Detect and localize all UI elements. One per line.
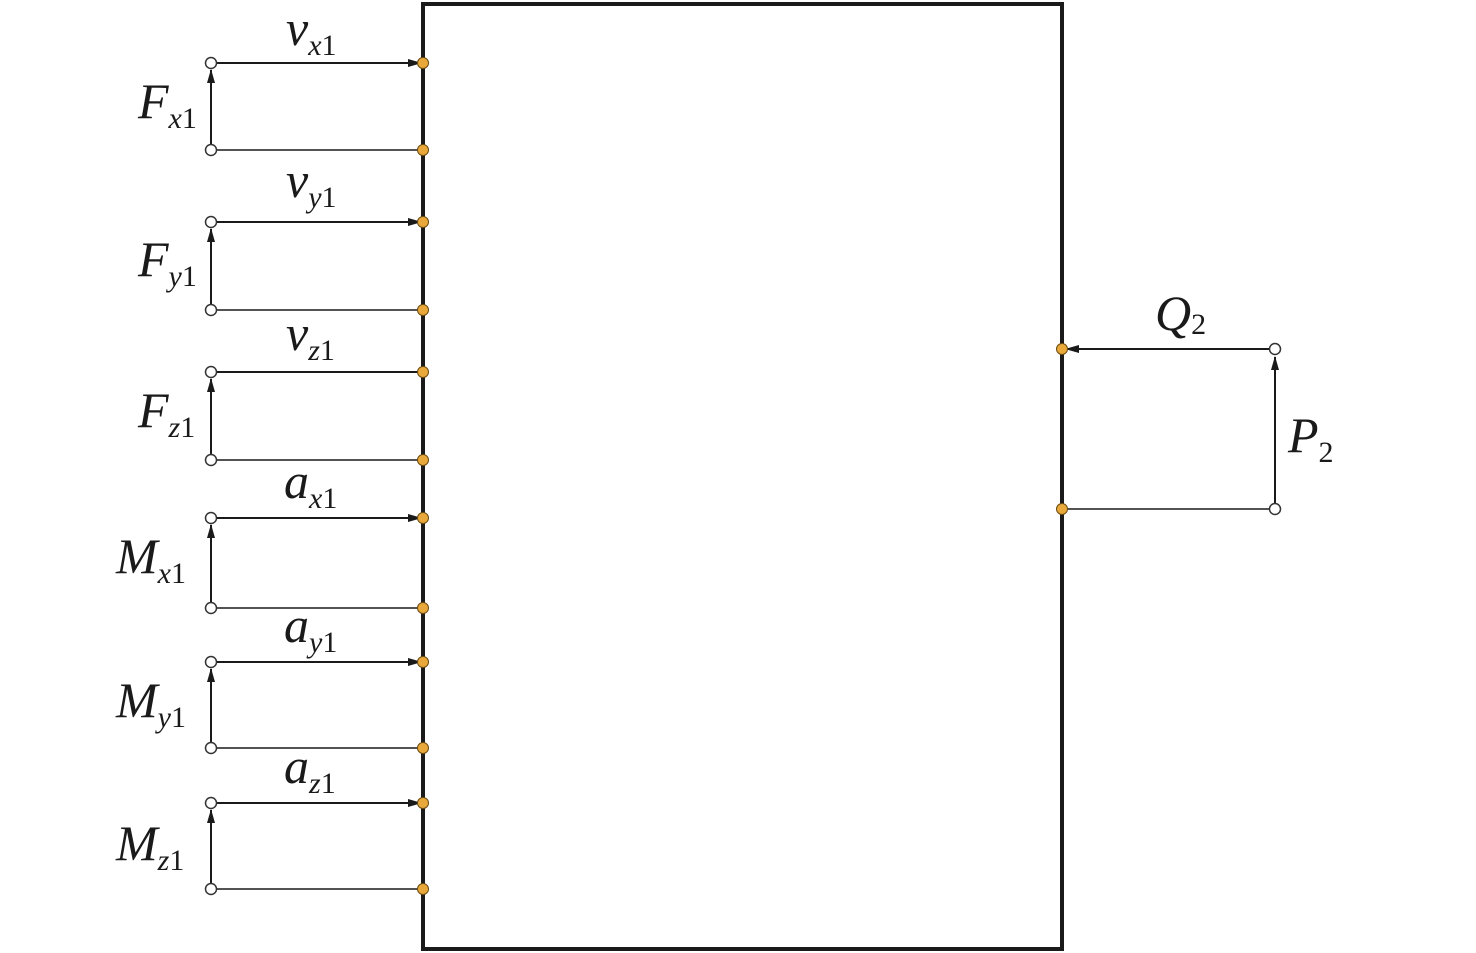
flow-label-ax1: ax1 bbox=[284, 453, 337, 515]
port-node bbox=[417, 144, 429, 156]
open-terminal bbox=[204, 796, 218, 810]
port-node bbox=[417, 366, 429, 378]
open-terminal bbox=[1268, 502, 1282, 516]
open-terminal bbox=[204, 365, 218, 379]
effort-label-mz1: Mz1 bbox=[115, 815, 184, 877]
flow-label-az1: az1 bbox=[284, 738, 336, 800]
port-node bbox=[417, 512, 429, 524]
flow-label-ay1: ay1 bbox=[284, 597, 337, 659]
effort-label-my1: My1 bbox=[115, 672, 186, 734]
port-node bbox=[1056, 343, 1068, 355]
port-node bbox=[417, 602, 429, 614]
open-terminal bbox=[204, 741, 218, 755]
open-terminal bbox=[204, 143, 218, 157]
port-node bbox=[417, 883, 429, 895]
flow-label-q2: Q2 bbox=[1155, 285, 1206, 341]
port-node bbox=[417, 656, 429, 668]
port-node bbox=[417, 742, 429, 754]
flow-label-vx1: vx1 bbox=[286, 0, 337, 62]
flow-label-vz1: vz1 bbox=[286, 305, 335, 367]
port-node bbox=[1056, 503, 1068, 515]
open-terminal bbox=[204, 215, 218, 229]
effort-label-mx1: Mx1 bbox=[115, 528, 186, 590]
port-node bbox=[417, 454, 429, 466]
open-terminal bbox=[204, 601, 218, 615]
open-terminal bbox=[204, 511, 218, 525]
open-terminal bbox=[204, 453, 218, 467]
effort-label-fz1: Fz1 bbox=[137, 382, 195, 444]
flow-label-vy1: vy1 bbox=[286, 152, 337, 214]
port-node bbox=[417, 797, 429, 809]
open-terminal bbox=[204, 655, 218, 669]
right-port-labels: Q2 P2 bbox=[1155, 285, 1334, 469]
main-block bbox=[421, 2, 1064, 951]
port-wires bbox=[207, 59, 1279, 890]
port-node bbox=[417, 216, 429, 228]
port-nodes bbox=[204, 56, 1282, 896]
left-port-labels: vx1 Fx1 vy1 Fy1 vz1 Fz1 ax1 Mx1 ay1 bbox=[115, 0, 337, 877]
port-node bbox=[417, 304, 429, 316]
effort-label-fx1: Fx1 bbox=[137, 73, 197, 135]
open-terminal bbox=[204, 56, 218, 70]
effort-label-fy1: Fy1 bbox=[137, 231, 197, 293]
port-node bbox=[417, 57, 429, 69]
open-terminal bbox=[1268, 342, 1282, 356]
effort-label-p2: P2 bbox=[1287, 407, 1334, 469]
open-terminal bbox=[204, 882, 218, 896]
open-terminal bbox=[204, 303, 218, 317]
